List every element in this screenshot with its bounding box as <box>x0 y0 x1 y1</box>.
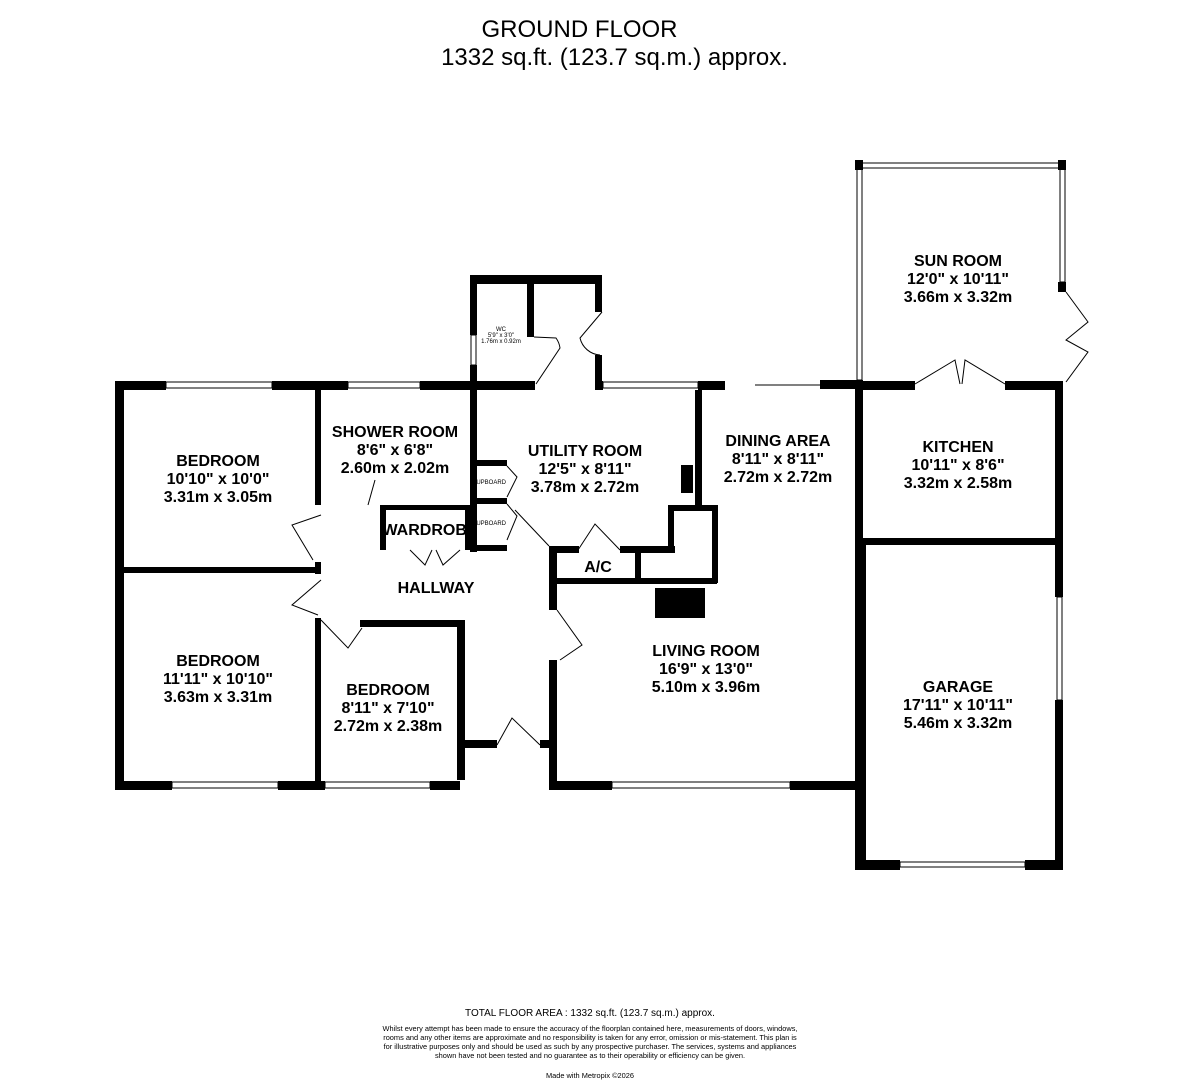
wc-metric: 1.76m x 0.92m <box>481 339 521 345</box>
room-labels: BEDROOM 10'10" x 10'0" 3.31m x 3.05m BED… <box>163 253 1013 735</box>
dining-name: DINING AREA <box>725 433 831 450</box>
wc-imperial: 5'9" x 3'0" <box>488 333 514 339</box>
shower-name: SHOWER ROOM <box>332 424 458 441</box>
shower-imperial: 8'6" x 6'8" <box>357 442 433 459</box>
credit: Made with Metropix ©2026 <box>545 1071 635 1080</box>
doors <box>291 291 1089 746</box>
living-metric: 5.10m x 3.96m <box>652 679 761 696</box>
wc-name: WC <box>496 327 507 333</box>
plan-title: GROUND FLOOR <box>481 16 678 43</box>
bedroom3-imperial: 8'11" x 7'10" <box>341 700 434 717</box>
bedroom2-name: BEDROOM <box>176 653 260 670</box>
total-floor-area: TOTAL FLOOR AREA : 1332 sq.ft. (123.7 sq… <box>465 1008 715 1019</box>
walls <box>115 160 1066 870</box>
plan-area: 1332 sq.ft. (123.7 sq.m.) approx. <box>441 44 788 71</box>
dining-metric: 2.72m x 2.72m <box>724 469 833 486</box>
garage-imperial: 17'11" x 10'11" <box>903 697 1013 714</box>
hallway-name: HALLWAY <box>398 580 475 597</box>
sunroom-name: SUN ROOM <box>914 253 1002 270</box>
utility-imperial: 12'5" x 8'11" <box>538 461 631 478</box>
living-imperial: 16'9" x 13'0" <box>659 661 753 678</box>
utility-metric: 3.78m x 2.72m <box>531 479 640 496</box>
bedroom2-imperial: 11'11" x 10'10" <box>163 671 273 688</box>
kitchen-name: KITCHEN <box>922 439 993 456</box>
bedroom1-metric: 3.31m x 3.05m <box>164 489 273 506</box>
bedroom1-imperial: 10'10" x 10'0" <box>167 471 270 488</box>
kitchen-imperial: 10'11" x 8'6" <box>911 457 1004 474</box>
garage-metric: 5.46m x 3.32m <box>904 715 1013 732</box>
sunroom-imperial: 12'0" x 10'11" <box>907 271 1009 288</box>
windows <box>165 162 1066 868</box>
disclaimer: Whilst every attempt has been made to en… <box>382 1024 798 1060</box>
bedroom3-metric: 2.72m x 2.38m <box>334 718 443 735</box>
sunroom-metric: 3.66m x 3.32m <box>904 289 1013 306</box>
bedroom3-name: BEDROOM <box>346 682 430 699</box>
utility-name: UTILITY ROOM <box>528 443 642 460</box>
cupboard1-name: CUPBOARD <box>472 480 507 486</box>
shower-metric: 2.60m x 2.02m <box>341 460 450 477</box>
dining-imperial: 8'11" x 8'11" <box>732 451 824 468</box>
garage-name: GARAGE <box>923 679 994 696</box>
living-name: LIVING ROOM <box>652 643 760 660</box>
kitchen-metric: 3.32m x 2.58m <box>904 475 1013 492</box>
wardrobe-name: WARDROBE <box>382 522 477 539</box>
bedroom2-metric: 3.63m x 3.31m <box>164 689 273 706</box>
ac-name: A/C <box>584 559 612 576</box>
cupboard2-name: CUPBOARD <box>472 521 507 527</box>
bedroom1-name: BEDROOM <box>176 453 260 470</box>
